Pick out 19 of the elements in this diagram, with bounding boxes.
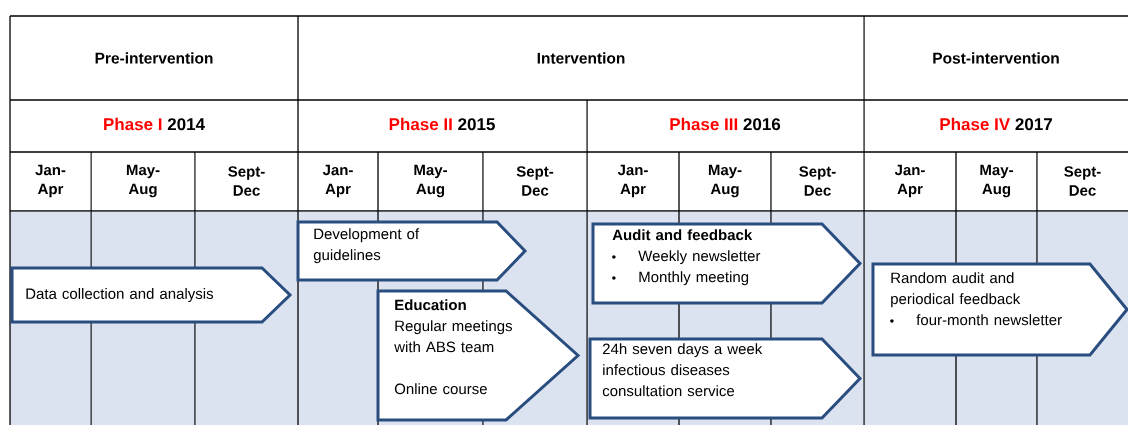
month-heading: Jan- Apr — [35, 164, 66, 198]
column-heading: Pre-intervention — [95, 52, 213, 64]
month-heading: May- Aug — [708, 164, 742, 198]
month-heading: Sept- Dec — [516, 166, 554, 196]
phase-heading: Phase I 2014 — [104, 117, 205, 131]
month-heading: May- Aug — [414, 164, 447, 198]
phase-heading: Phase IV 2017 — [940, 117, 1052, 131]
month-heading: Sept- Dec — [799, 166, 836, 196]
month-heading: Jan- Apr — [322, 164, 353, 198]
phase-heading: Phase II 2015 — [389, 117, 495, 131]
month-heading: Jan- Apr — [894, 164, 925, 198]
month-heading: Sept- Dec — [1064, 166, 1101, 196]
column-heading: Intervention — [537, 52, 625, 64]
month-heading: May- Aug — [980, 164, 1013, 198]
month-heading: Sept- Dec — [228, 166, 265, 196]
month-heading: May- Aug — [126, 164, 160, 198]
column-heading: Post-intervention — [933, 52, 1059, 64]
phase-heading: Phase III 2016 — [670, 117, 781, 131]
month-heading: Jan- Apr — [617, 164, 648, 198]
